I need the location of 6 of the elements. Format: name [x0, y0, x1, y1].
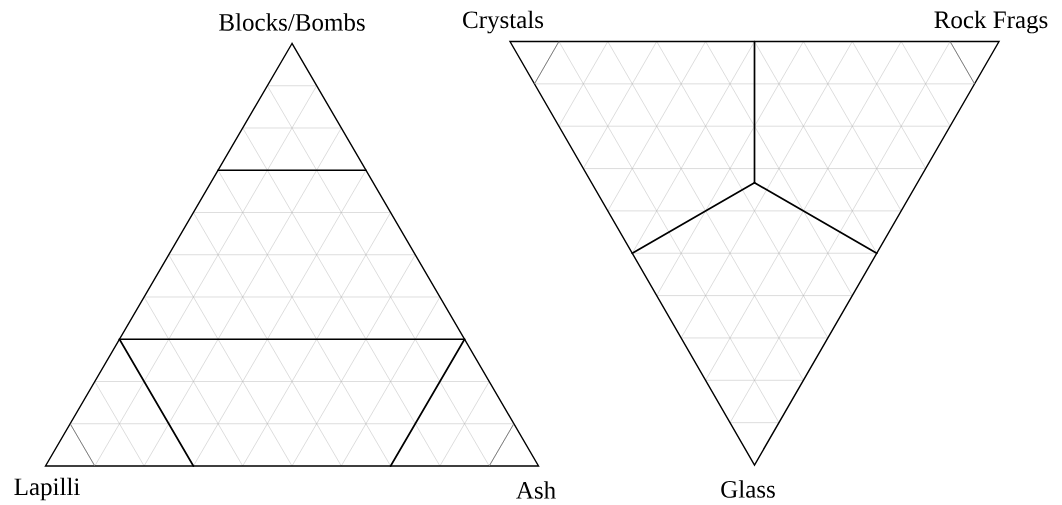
corner-label: Crystals: [463, 10, 544, 34]
corner-label: Glass: [721, 480, 775, 498]
corner-label: Lapilli: [14, 477, 80, 501]
corner-label: Rock Frags: [934, 10, 1048, 34]
corner-label: Ash: [516, 481, 556, 499]
corner-label: Blocks/Bombs: [219, 13, 365, 31]
